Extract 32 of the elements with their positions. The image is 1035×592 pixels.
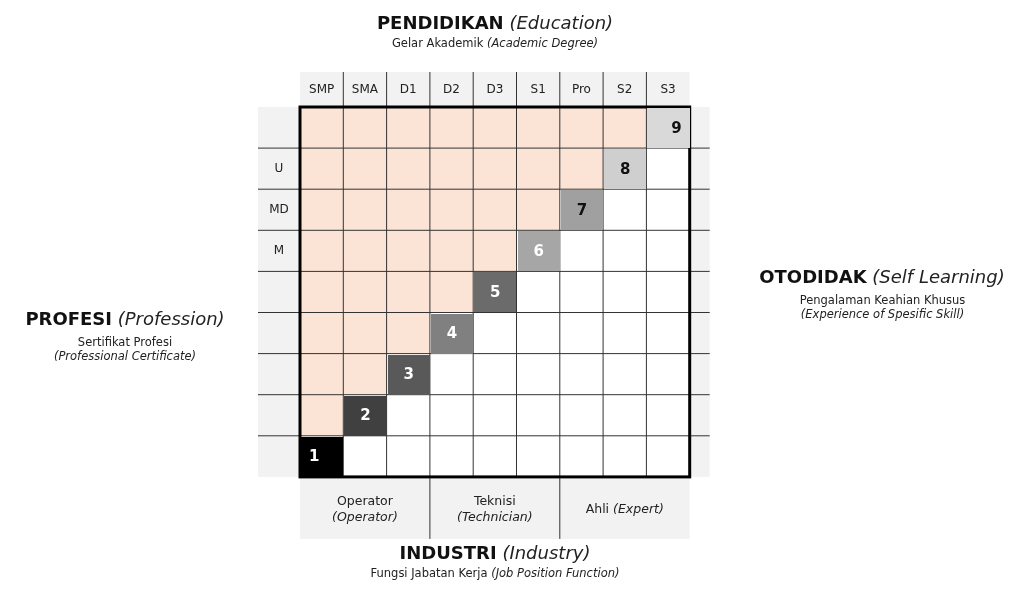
- column-header: D2: [442, 81, 461, 98]
- level-cell: 4: [430, 313, 474, 354]
- axis-subheading: Pengalaman Keahian Khusus (Experience of Spesific Skill): [798, 293, 967, 322]
- row-header: U: [273, 160, 285, 178]
- column-header: S1: [529, 81, 547, 98]
- column-header: Pro: [570, 81, 592, 98]
- axis-heading: PENDIDIKAN (Education): [375, 12, 615, 35]
- column-header: D3: [485, 81, 505, 98]
- level-cell: 1: [301, 436, 344, 477]
- category-label: Operator (Operator): [331, 492, 399, 526]
- level-cell: 6: [517, 231, 560, 272]
- category-label: Teknisi (Technician): [456, 492, 534, 526]
- column-header: S3: [659, 81, 677, 98]
- axis-heading: OTODIDAK (Self Learning): [758, 266, 1006, 289]
- axis-subheading: Fungsi Jabatan Kerja (Job Position Function): [369, 566, 621, 581]
- level-cell: 8: [604, 149, 647, 190]
- level-cell: 2: [344, 395, 387, 436]
- axis-subheading: Sertifikat Profesi (Professional Certificate): [52, 335, 198, 364]
- row-header: MD: [268, 201, 290, 219]
- row-header: M: [272, 242, 286, 260]
- level-cell: 3: [387, 354, 430, 395]
- level-cell: 7: [560, 190, 604, 231]
- level-cell: 5: [474, 272, 517, 313]
- axis-heading: INDUSTRI (Industry): [398, 542, 592, 565]
- axis-heading: PROFESI (Profession): [24, 308, 226, 331]
- level-cell: 9: [647, 108, 690, 149]
- column-header: D1: [398, 81, 418, 98]
- column-header: S2: [616, 81, 634, 98]
- axis-subheading: Gelar Akademik (Academic Degree): [390, 36, 600, 51]
- column-header: SMP: [308, 81, 336, 98]
- category-label: Ahli (Expert): [584, 500, 665, 519]
- column-header: SMA: [350, 81, 380, 98]
